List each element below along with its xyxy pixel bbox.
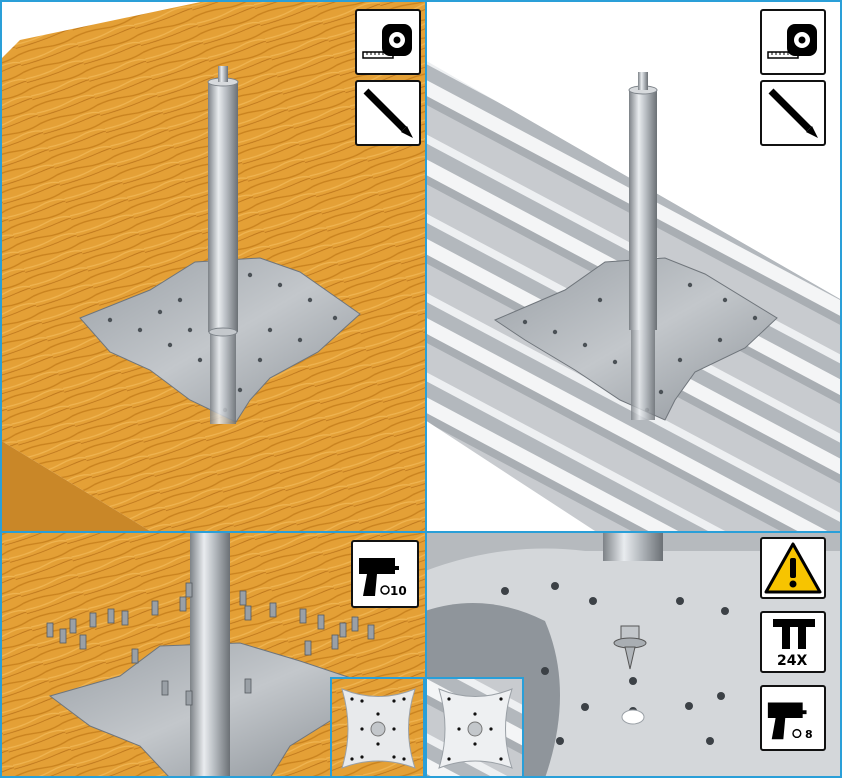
screw-count-label: 24X	[777, 653, 808, 669]
inset-plate-metal	[425, 677, 524, 778]
tape-measure-icon	[355, 9, 421, 75]
pole	[603, 531, 663, 561]
warning-icon	[760, 537, 826, 599]
sealing-plug	[621, 709, 645, 725]
inset-plate-wood	[330, 677, 425, 778]
screw-with-washer	[613, 625, 647, 670]
pole	[190, 531, 230, 778]
pole	[629, 90, 657, 330]
drill-bit-size-label: 10	[390, 584, 407, 598]
pencil-icon	[355, 80, 421, 146]
drill-icon: 8	[760, 685, 826, 751]
drill-icon: 10	[351, 540, 419, 608]
screw-count-icon: 24X	[760, 611, 826, 673]
screws	[46, 582, 375, 706]
panel-metal-mount-overview	[425, 0, 842, 531]
pole	[208, 82, 238, 332]
tape-measure-icon	[760, 9, 826, 75]
drill-bit-size-label: 8	[805, 728, 813, 741]
panel-wood-screw-fixing: 10	[0, 531, 425, 778]
wood-roof-scene	[0, 0, 425, 531]
corrugated-roof-scene	[425, 0, 842, 531]
panel-metal-screw-fixing: 24X 8	[425, 531, 842, 778]
panel-wood-mount-overview	[0, 0, 425, 531]
wood-screw-scene	[0, 531, 425, 778]
pencil-icon	[760, 80, 826, 146]
